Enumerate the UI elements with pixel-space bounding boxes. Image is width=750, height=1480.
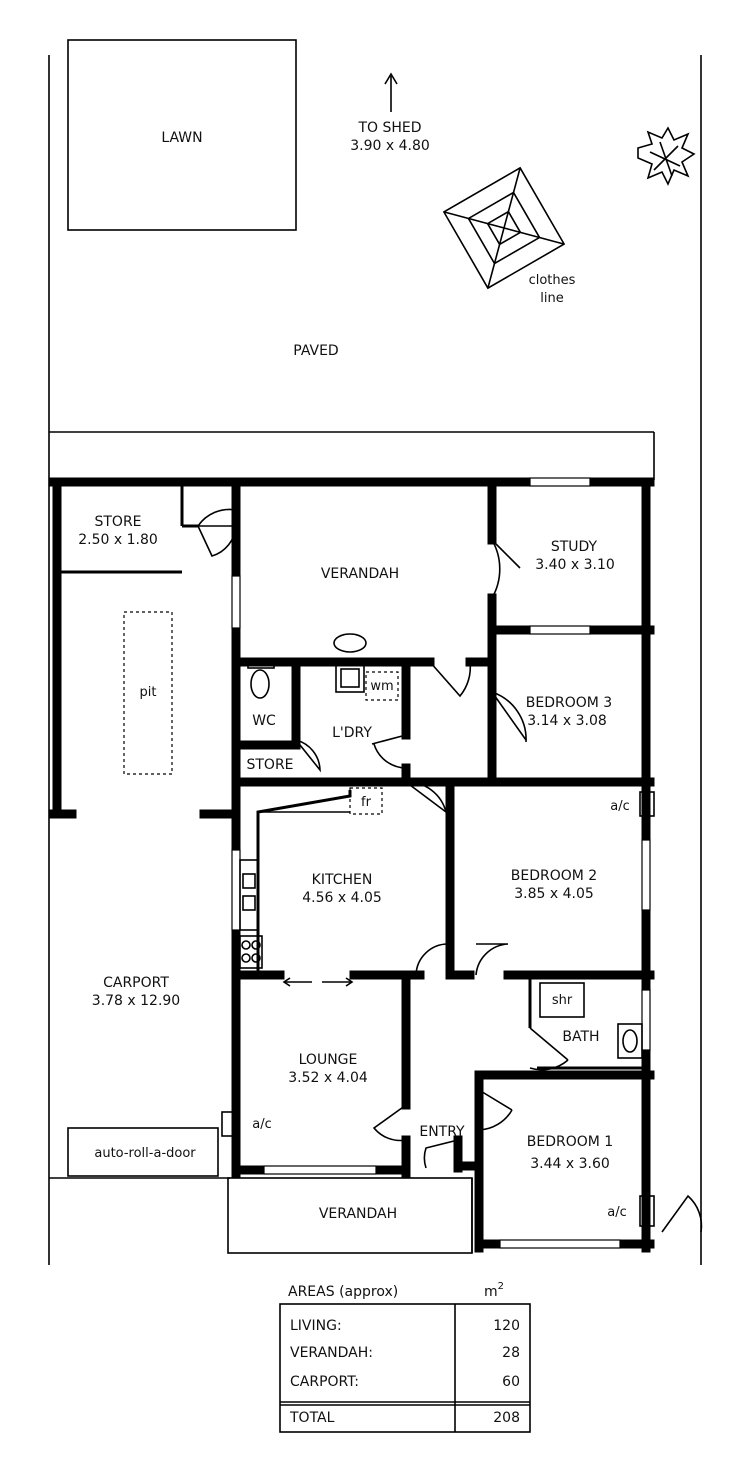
tree-icon: [637, 126, 696, 186]
ac-label-bedroom2: a/c: [610, 799, 630, 814]
shower-label: shr: [552, 993, 573, 1008]
ac-label-bedroom1: a/c: [607, 1205, 627, 1220]
toilet-icon: [247, 659, 275, 699]
lawn-area: [67, 39, 297, 231]
area-row-label: CARPORT:: [290, 1374, 359, 1390]
shower-icon: [539, 982, 585, 1018]
sliding-door-arrows: [282, 977, 354, 987]
bath-label: BATH: [562, 1029, 599, 1045]
north-arrow-icon: [384, 72, 398, 112]
carport-label: CARPORT: [103, 975, 169, 991]
area-total-value: 208: [493, 1410, 520, 1426]
kitchen-label: KITCHEN: [312, 872, 373, 888]
shed-label: TO SHED: [357, 120, 421, 136]
store-small-label: STORE: [246, 757, 293, 773]
bedroom2-label: BEDROOM 2: [511, 868, 597, 884]
study-label: STUDY: [551, 539, 598, 555]
lounge-label: LOUNGE: [299, 1052, 358, 1068]
auto-roll-door-label: auto-roll-a-door: [94, 1146, 196, 1161]
clothesline-label-2: line: [540, 291, 563, 306]
doors: [197, 508, 703, 1233]
entry-label: ENTRY: [419, 1124, 465, 1140]
clothesline-icon: [442, 166, 566, 290]
fridge-label: fr: [361, 795, 372, 810]
area-row-value: 120: [493, 1318, 520, 1334]
bedroom1-label: BEDROOM 1: [527, 1134, 613, 1150]
area-row-label: VERANDAH:: [290, 1345, 373, 1361]
bedroom3-label: BEDROOM 3: [526, 695, 612, 711]
bedroom3-size: 3.14 x 3.08: [527, 713, 607, 729]
area-row-label: LIVING:: [290, 1318, 342, 1334]
wc-label: WC: [252, 713, 276, 729]
clothesline-label-1: clothes: [529, 273, 576, 288]
laundry-label: L'DRY: [332, 725, 372, 741]
windows: [231, 477, 651, 1249]
fridge-icon: [349, 787, 383, 815]
verandah-front-label: VERANDAH: [319, 1206, 397, 1222]
sink-icon: [239, 859, 259, 931]
site-boundary: [48, 55, 702, 1265]
ac-units: [221, 791, 655, 1227]
area-row-value: 60: [502, 1374, 520, 1390]
bedroom1-size: 3.44 x 3.60: [530, 1156, 610, 1172]
store-rear-label: STORE: [94, 514, 141, 530]
pit-label: pit: [140, 685, 157, 700]
shed-size: 3.90 x 4.80: [350, 138, 430, 154]
store-rear-size: 2.50 x 1.80: [78, 532, 158, 548]
lounge-size: 3.52 x 4.04: [288, 1070, 368, 1086]
area-total-label: TOTAL: [289, 1410, 335, 1426]
carport-size: 3.78 x 12.90: [92, 993, 180, 1009]
areas-heading: AREAS (approx): [288, 1284, 398, 1300]
area-row-value: 28: [502, 1345, 520, 1361]
areas-unit: m2: [484, 1281, 504, 1300]
study-size: 3.40 x 3.10: [535, 557, 615, 573]
interior-walls: [60, 477, 655, 1179]
lawn-label: LAWN: [161, 130, 202, 146]
ac-label-carport: a/c: [252, 1117, 272, 1132]
laundry-tub-icon: [333, 633, 367, 693]
verandah-rear-label: VERANDAH: [321, 566, 399, 582]
kitchen-size: 4.56 x 4.05: [302, 890, 382, 906]
bedroom2-size: 3.85 x 4.05: [514, 886, 594, 902]
auto-roll-door: [67, 1127, 219, 1177]
paved-label: PAVED: [293, 343, 338, 359]
areas-table: AREAS (approx) m2 LIVING: 120 VERANDAH: …: [279, 1281, 531, 1433]
stove-icon: [239, 935, 263, 969]
pit-outline: [123, 611, 173, 775]
basin-icon: [617, 1023, 643, 1059]
wm-label: wm: [370, 679, 393, 694]
